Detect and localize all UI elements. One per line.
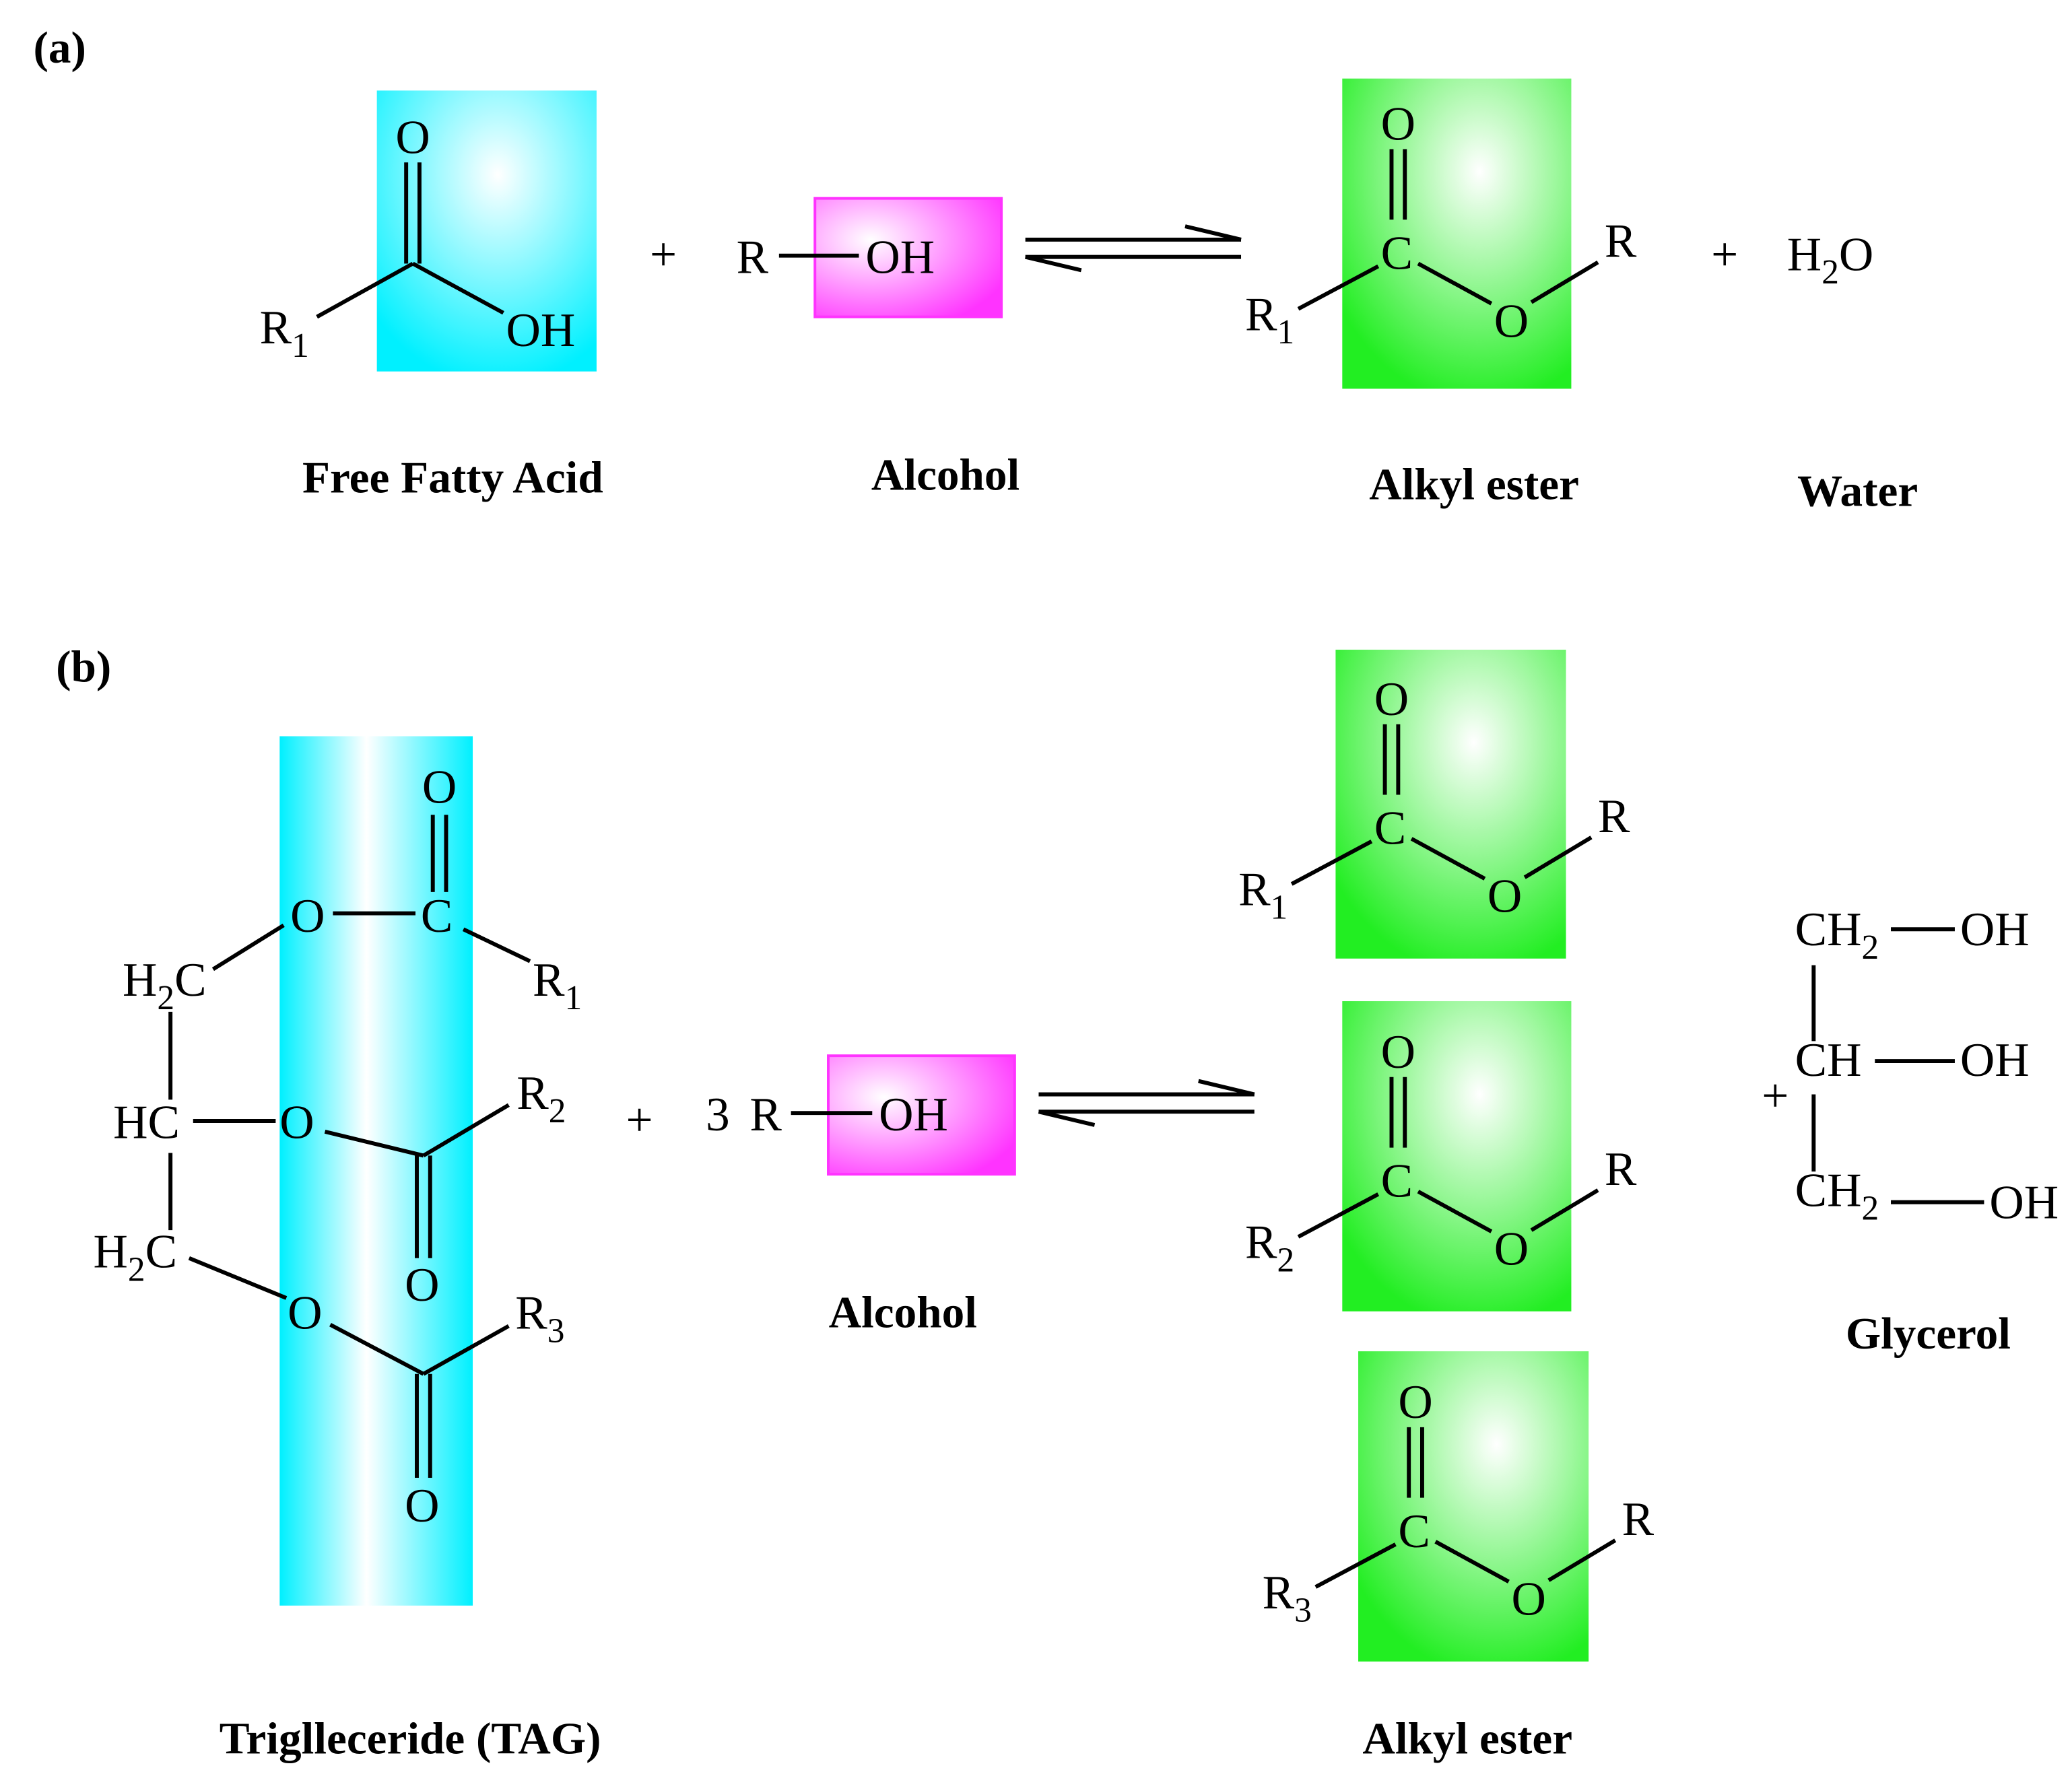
atom-o: O [1381,1026,1415,1079]
plus-sign: + [1711,228,1738,281]
atom-o: O [1511,1573,1545,1626]
atom-r: R [737,231,769,283]
alkyl-ester-label: Alkyl ester [1362,1713,1572,1763]
plus-sign: + [650,228,677,281]
atom-r-substituent: R1 [1238,864,1288,927]
atom-c: C [421,890,453,943]
ch2-top: CH2 [1795,904,1879,967]
panel-a-label: (a) [33,22,86,73]
atom-o: O [1494,1223,1529,1276]
ester-group-highlight [1342,1001,1572,1311]
atom-r: R [1605,1143,1637,1196]
ester-group-highlight [1335,650,1566,959]
atom-r-substituent: R1 [1245,288,1294,351]
atom-o: O [1374,673,1409,726]
free-fatty-acid-structure: O R1 OH [260,111,576,365]
alkyl-ester-structure: O C R1 O R [1238,673,1630,927]
alcohol-structure: 3 R OH [706,1089,948,1141]
atom-r1: R1 [260,302,309,365]
atom-o: O [288,1287,322,1340]
ch-middle: CH [1795,1034,1862,1087]
alkyl-ester-structure: O C R2 O R [1245,1026,1637,1280]
equilibrium-arrow [1038,1079,1255,1127]
atom-r1: R1 [533,954,582,1017]
atom-c: C [1381,1155,1413,1208]
water-formula: H2O [1787,228,1874,292]
free-fatty-acid-label: Free Fatty Acid [302,452,603,503]
triglyceride-label: Triglleceride (TAG) [220,1713,601,1763]
alcohol-label: Alcohol [829,1287,977,1338]
atom-oh: OH [879,1089,948,1141]
alcohol-label: Alcohol [871,450,1020,500]
atom-o: O [405,1259,439,1311]
equilibrium-arrow [1024,224,1242,273]
atom-oh: OH [506,304,575,357]
ch2-bottom: CH2 [1795,1165,1879,1228]
atom-o: O [1398,1376,1432,1429]
acid-group-highlight [376,90,597,372]
atom-r-substituent: R3 [1263,1567,1312,1630]
alcohol-structure: R OH [737,231,935,283]
h2c-bottom: H2C [93,1226,177,1289]
panel-b-label: (b) [56,641,111,691]
atom-o: O [279,1097,314,1149]
glycerol-structure: CH2 OH CH OH CH2 OH [1795,904,2059,1229]
atom-oh: OH [1989,1176,2059,1229]
alkyl-ester-structure: O C R3 O R [1263,1376,1655,1630]
triglyceride-ester-highlight [279,736,473,1606]
glycerol-label: Glycerol [1846,1308,2011,1359]
atom-o: O [422,761,457,813]
atom-r3: R3 [515,1287,564,1351]
atom-o: O [395,111,430,164]
atom-o: O [1488,871,1522,923]
atom-c: C [1381,227,1413,279]
atom-r: R [1605,215,1637,268]
alkyl-ester-structure: O C R1 O R [1245,98,1637,352]
water-label: Water [1797,465,1918,516]
atom-o: O [1494,295,1529,347]
coefficient: 3 [706,1089,730,1141]
plus-sign: + [626,1094,653,1147]
atom-oh: OH [1960,1034,2030,1087]
atom-o: O [405,1480,439,1532]
atom-r2: R2 [516,1067,566,1130]
h2c-top: H2C [123,954,207,1017]
hc-middle: HC [113,1097,180,1149]
ester-group-highlight [1358,1351,1589,1662]
ester-group-highlight [1342,78,1572,389]
atom-r: R [749,1089,782,1141]
atom-c: C [1374,803,1406,855]
atom-r: R [1598,790,1630,843]
atom-r-substituent: R2 [1245,1217,1294,1280]
atom-o: O [290,890,325,943]
plus-sign: + [1762,1070,1789,1122]
atom-r: R [1622,1493,1655,1546]
atom-o: O [1381,98,1415,151]
triglyceride-structure: H2C O C O R1 HC O R2 O H2C O R3 O [93,761,582,1532]
atom-oh: OH [1960,904,2030,956]
atom-c: C [1398,1505,1430,1558]
alkyl-ester-label: Alkyl ester [1369,459,1579,510]
atom-oh: OH [865,231,935,283]
